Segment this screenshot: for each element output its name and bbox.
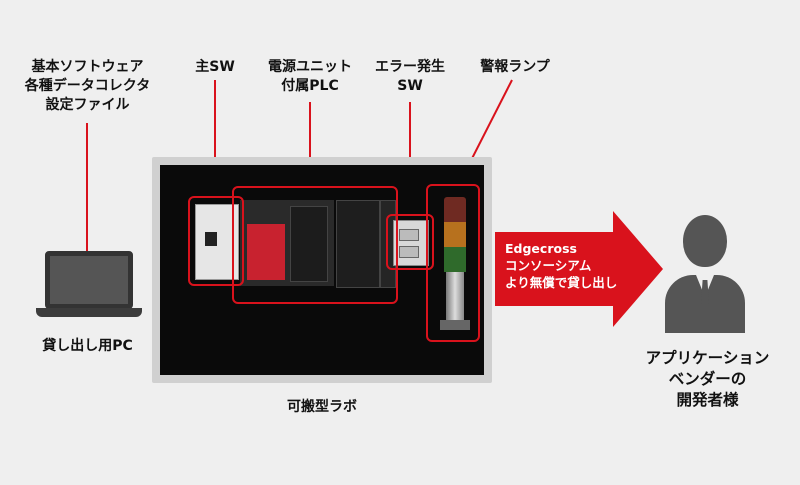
person-icon bbox=[683, 215, 727, 267]
arrow-caption-line1: Edgecross bbox=[505, 241, 577, 256]
plc-io-module bbox=[336, 200, 380, 288]
label-alarm-lamp-text: 警報ランプ bbox=[480, 59, 550, 75]
label-laptop-text: 貸し出し用PC bbox=[42, 338, 133, 354]
laptop-icon bbox=[45, 251, 133, 309]
lamp-pole bbox=[446, 272, 464, 322]
plc-cpu-module bbox=[290, 206, 328, 282]
lamp-base bbox=[440, 320, 470, 330]
label-psu-plc: 電源ユニット 付属PLC bbox=[255, 58, 365, 96]
breaker-lever bbox=[205, 232, 217, 246]
label-main-sw: 主SW bbox=[185, 58, 245, 77]
error-switch-plate bbox=[393, 220, 429, 266]
power-supply-unit bbox=[247, 224, 285, 280]
arrow-caption: Edgecross コンソーシアム より無償で貸し出し bbox=[505, 240, 629, 291]
label-main-sw-text: 主SW bbox=[195, 59, 235, 75]
error-switch-button-2 bbox=[399, 246, 419, 258]
label-laptop: 貸し出し用PC bbox=[20, 337, 155, 356]
label-vendor-line1: アプリケーション bbox=[645, 349, 770, 367]
laptop-base bbox=[36, 308, 142, 317]
highlight-alarm-lamp bbox=[426, 184, 480, 342]
label-error-sw-line1: エラー発生 bbox=[375, 59, 445, 75]
label-vendor-line2: ベンダーの bbox=[668, 370, 747, 388]
label-software-line3: 設定ファイル bbox=[45, 97, 130, 113]
label-software-line2: 各種データコレクタ bbox=[24, 78, 151, 94]
label-error-sw-line2: SW bbox=[397, 78, 423, 94]
arrow-caption-line2: コンソーシアム bbox=[505, 258, 592, 273]
lamp-green-segment bbox=[444, 247, 466, 272]
person-tie bbox=[701, 280, 709, 312]
arrow-icon bbox=[495, 211, 663, 327]
label-vendor-line3: 開発者様 bbox=[676, 391, 739, 409]
lamp-red-segment bbox=[444, 197, 466, 222]
label-portable-lab: 可搬型ラボ bbox=[252, 398, 392, 417]
label-vendor: アプリケーション ベンダーの 開発者様 bbox=[625, 348, 790, 411]
label-software-line1: 基本ソフトウェア bbox=[31, 59, 144, 75]
label-software: 基本ソフトウェア 各種データコレクタ 設定ファイル bbox=[10, 58, 165, 115]
arrow-caption-line3: より無償で貸し出し bbox=[505, 275, 618, 290]
label-portable-lab-text: 可搬型ラボ bbox=[287, 399, 357, 415]
highlight-main-sw bbox=[188, 196, 244, 286]
main-breaker bbox=[195, 204, 239, 280]
label-psu-plc-line2: 付属PLC bbox=[281, 78, 339, 94]
label-error-sw: エラー発生 SW bbox=[365, 58, 455, 96]
lamp-orange-segment bbox=[444, 222, 466, 247]
label-alarm-lamp: 警報ランプ bbox=[465, 58, 565, 77]
highlight-error-sw bbox=[386, 214, 434, 270]
error-switch-button-1 bbox=[399, 229, 419, 241]
label-psu-plc-line1: 電源ユニット bbox=[268, 59, 352, 75]
highlight-psu-plc bbox=[232, 186, 398, 304]
